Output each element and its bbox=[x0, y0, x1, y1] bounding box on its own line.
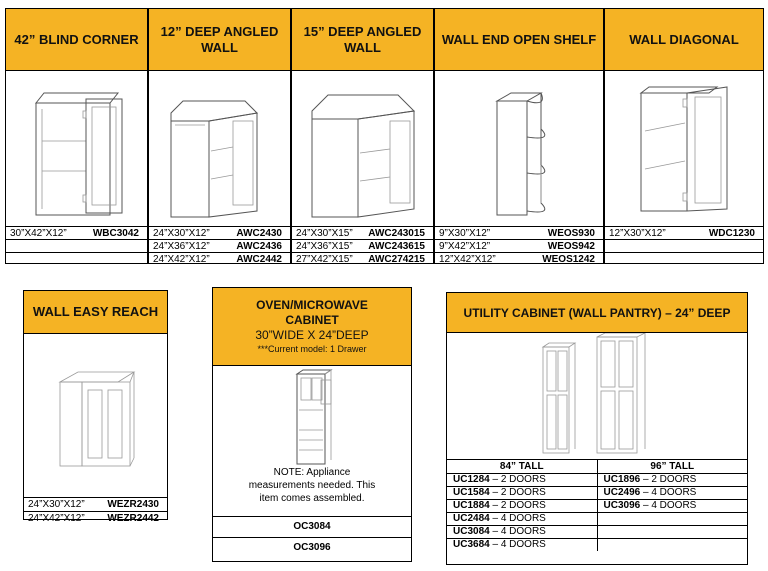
tall-headers: 84” TALL 96” TALL bbox=[447, 459, 747, 474]
table-row: UC2484 – 4 DOORS bbox=[447, 513, 747, 526]
size-row: 12”X30”X12”WDC1230 bbox=[605, 227, 763, 240]
table-row: UC3684 – 4 DOORS bbox=[447, 539, 747, 551]
col-header-96: 96” TALL bbox=[650, 461, 695, 472]
cabinet-drawing bbox=[605, 71, 763, 227]
size-row: 24”X42”X12”WEZR2442 bbox=[28, 513, 159, 524]
size-row: 24”X30”X15”AWC243015 bbox=[292, 227, 433, 240]
size-row: 30”X42”X12”WBC3042 bbox=[6, 227, 147, 240]
size-row bbox=[605, 240, 763, 253]
section-title: 15” DEEP ANGLED WALL bbox=[292, 9, 433, 71]
size-row: 24”X30”X12”WEZR2430 bbox=[24, 498, 167, 512]
section-oven-microwave: OVEN/MICROWAVE CABINET 30”WIDE X 24”DEEP… bbox=[212, 287, 412, 562]
cabinet-drawing bbox=[213, 366, 411, 466]
size-row: 12”X42”X12”WEOS1242 bbox=[439, 253, 595, 265]
table-row: UC3084 – 4 DOORS bbox=[447, 526, 747, 539]
cabinet-drawing bbox=[447, 333, 747, 459]
section-12-angled-wall: 12” DEEP ANGLED WALL 24”X30”X12”AWC2430 … bbox=[148, 8, 291, 265]
size-row: 27”X42”X15”AWC274215 bbox=[296, 253, 425, 265]
model-code: OC3096 bbox=[213, 537, 411, 558]
cabinet-drawing bbox=[435, 71, 603, 227]
section-wall-end-open-shelf: WALL END OPEN SHELF 9”X30”X12”WEOS930 9”… bbox=[434, 8, 604, 265]
col-header-84: 84” TALL bbox=[447, 460, 598, 473]
size-row bbox=[6, 240, 147, 253]
section-title: OVEN/MICROWAVE CABINET bbox=[256, 298, 368, 327]
size-row: 9”X30”X12”WEOS930 bbox=[435, 227, 603, 240]
section-title: 42” BLIND CORNER bbox=[6, 9, 147, 71]
size-row: 24”X36”X12”AWC2436 bbox=[149, 240, 290, 253]
section-title: 12” DEEP ANGLED WALL bbox=[149, 9, 290, 71]
section-wall-easy-reach: WALL EASY REACH 24”X30”X12”WEZR2430 24”X… bbox=[23, 290, 168, 524]
current-model-note: ***Current model: 1 Drawer bbox=[257, 344, 367, 354]
cabinet-drawing bbox=[292, 71, 433, 227]
appliance-note: NOTE: Appliance measurements needed. Thi… bbox=[248, 467, 376, 504]
section-blind-corner: 42” BLIND CORNER 30”X42”X12”WBC3042 bbox=[5, 8, 148, 264]
section-utility-cabinet: UTILITY CABINET (WALL PANTRY) – 24” DEEP… bbox=[446, 292, 748, 565]
size-row: 24”X42”X12”AWC2442 bbox=[153, 253, 282, 265]
section-title: UTILITY CABINET (WALL PANTRY) – 24” DEEP bbox=[447, 293, 747, 333]
section-title: WALL DIAGONAL bbox=[605, 9, 763, 71]
cabinet-drawing bbox=[24, 334, 167, 498]
model-code: OC3084 bbox=[213, 516, 411, 537]
size-row bbox=[605, 253, 763, 265]
section-title: WALL END OPEN SHELF bbox=[435, 9, 603, 71]
size-row: 24”X30”X12”AWC2430 bbox=[149, 227, 290, 240]
section-15-angled-wall: 15” DEEP ANGLED WALL 24”X30”X15”AWC24301… bbox=[291, 8, 434, 265]
section-subtitle: 30”WIDE X 24”DEEP bbox=[255, 328, 369, 342]
size-row bbox=[6, 253, 147, 265]
cabinet-drawing bbox=[149, 71, 290, 227]
size-row: 24”X36”X15”AWC243615 bbox=[292, 240, 433, 253]
section-header: OVEN/MICROWAVE CABINET 30”WIDE X 24”DEEP… bbox=[213, 288, 411, 366]
section-wall-diagonal: WALL DIAGONAL 12”X30”X12”WDC1230 bbox=[604, 8, 764, 264]
cabinet-drawing bbox=[6, 71, 147, 227]
size-row: 9”X42”X12”WEOS942 bbox=[435, 240, 603, 253]
section-title: WALL EASY REACH bbox=[24, 291, 167, 334]
